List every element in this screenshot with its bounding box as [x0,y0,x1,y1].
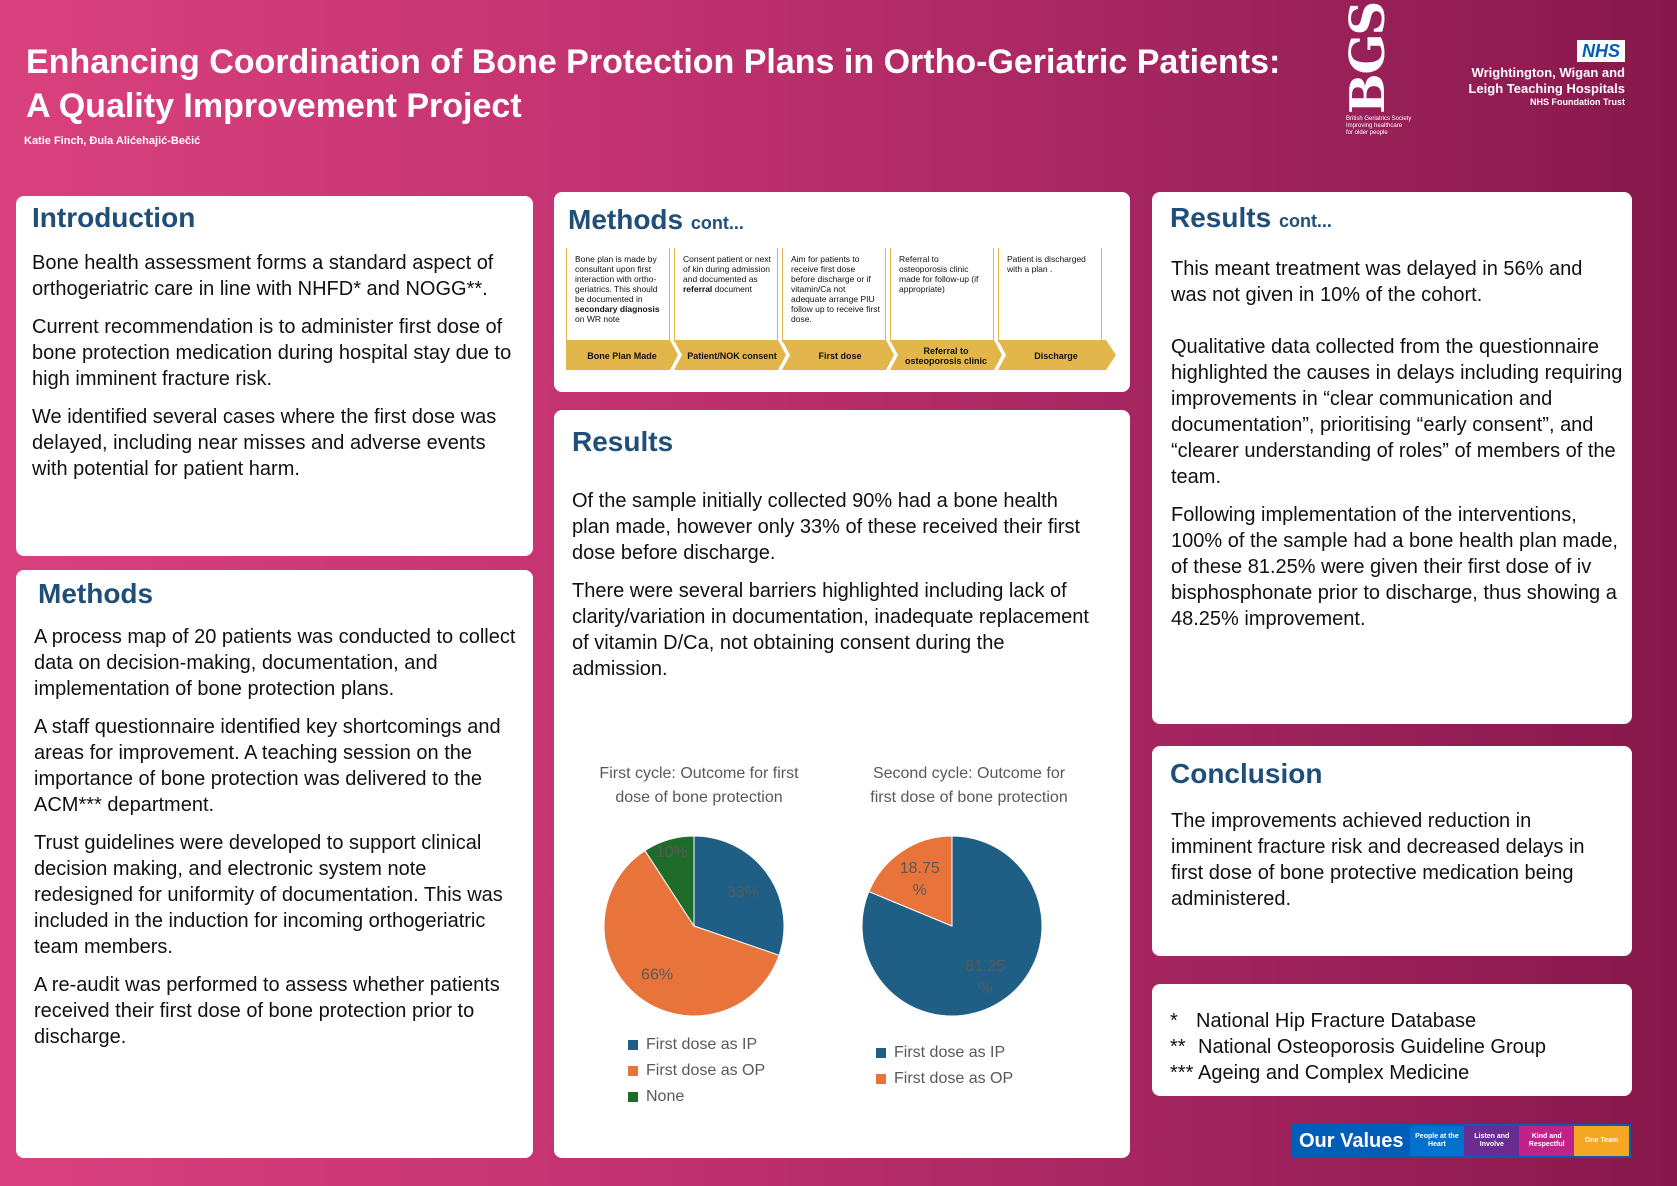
methods-cont-heading: Methods cont... [568,204,744,236]
pie-data-label: 33% [727,884,759,901]
pie-data-label: 81.25% [965,958,1005,997]
value-item: One Team [1574,1126,1629,1156]
chart-1-title-line: dose of bone protection [615,789,783,806]
process-step: Aim for patients to receive first dose b… [782,248,886,342]
trust-name-line-1: Wrightington, Wigan and [1471,65,1625,80]
results-cont-heading: Results cont... [1170,202,1332,234]
conclusion-card: Conclusion The improvements achieved red… [1152,746,1632,956]
chart-1-title-line: First cycle: Outcome for first [599,765,799,782]
our-values-banner: Our Values People at the Heart Listen an… [1291,1124,1631,1158]
pie-data-label: 10% [656,844,688,861]
chart-2-pie: 81.25% 18.75% [861,835,1043,1017]
results-cont-title: Results [1170,202,1272,233]
pie-slice [693,835,785,956]
pie-slice [603,849,780,1017]
process-step-label: First dose [818,351,862,361]
nhs-logo: NHS Wrightington, Wigan and Leigh Teachi… [1468,40,1625,107]
legend-item: First dose as IP [628,1032,765,1058]
our-values-label: Our Values [1293,1126,1410,1156]
conclusion-heading: Conclusion [1170,758,1323,789]
results-cont-paragraph: Following implementation of the interven… [1171,504,1618,630]
conclusion-text: The improvements achieved reduction in i… [1171,810,1585,910]
legend-item: First dose as OP [628,1058,765,1084]
process-step-label: Referral to osteoporosis clinic [904,346,988,366]
results-paragraph: There were several barriers highlighted … [572,580,1089,680]
value-item: Kind and Respectful [1519,1126,1575,1156]
nhs-badge: NHS [1576,40,1625,62]
footnotes-card: *National Hip Fracture Database **Nation… [1152,984,1632,1096]
chart-2-legend: First dose as IP First dose as OP [876,1040,1013,1092]
process-step: Bone plan is made by consultant upon fir… [566,248,670,342]
process-step-label: Patient/NOK consent [687,351,777,361]
legend-swatch [876,1074,886,1084]
bgs-logo: BGS British Geriatrics Society Improving… [1340,2,1436,146]
legend-swatch [876,1048,886,1058]
introduction-card: Introduction Bone health assessment form… [16,196,533,556]
process-step: Referral to osteoporosis clinic made for… [890,248,994,342]
footnote: ***Ageing and Complex Medicine [1170,1062,1470,1084]
bgs-logo-mark: BGS [1340,2,1396,114]
process-step-label: Discharge [1034,351,1078,361]
authors: Katie Finch, Đula Alićehajić-Bečić [24,135,201,147]
methods-card: Methods A process map of 20 patients was… [16,570,533,1158]
results-cont-paragraph: This meant treatment was delayed in 56% … [1171,258,1583,306]
title-line-2: A Quality Improvement Project [26,87,522,125]
legend-item: First dose as OP [876,1066,1013,1092]
methods-paragraph: Trust guidelines were developed to suppo… [34,832,503,958]
value-item: People at the Heart [1409,1126,1465,1156]
methods-paragraph: A staff questionnaire identified key sho… [34,716,501,816]
process-step: Patient is discharged with a plan . [998,248,1102,342]
methods-paragraph: A process map of 20 patients was conduct… [34,626,516,700]
pie-data-label: 18.75% [900,860,940,899]
title-line-1: Enhancing Coordination of Bone Protectio… [26,43,1281,81]
methods-cont-suffix: cont... [690,213,744,233]
pie-slice [644,835,695,928]
trust-name-line-2: Leigh Teaching Hospitals [1468,81,1625,96]
chart-2-title-line: Second cycle: Outcome for [872,765,1066,782]
results-card: Results Of the sample initially collecte… [554,410,1130,1158]
introduction-paragraph: Bone health assessment forms a standard … [32,252,494,300]
nhs-foundation-trust: NHS Foundation Trust [1530,97,1625,107]
chart-1-title: First cycle: Outcome for first dose of b… [574,762,824,810]
results-cont-card: Results cont... This meant treatment was… [1152,192,1632,724]
process-step: Consent patient or next of kin during ad… [674,248,778,342]
chart-1-legend: First dose as IP First dose as OP None [628,1032,765,1110]
results-cont-suffix: cont... [1278,211,1332,231]
footnote: **National Osteoporosis Guideline Group [1170,1036,1546,1058]
bgs-logo-line: Improving healthcare [1346,123,1403,129]
footnote: *National Hip Fracture Database [1170,1010,1477,1032]
legend-swatch [628,1066,638,1076]
introduction-paragraph: Current recommendation is to administer … [32,316,512,390]
process-arrow-bar [566,340,1116,370]
value-item: Listen and Involve [1464,1126,1520,1156]
results-heading: Results [572,426,674,457]
introduction-paragraph: We identified several cases where the fi… [32,406,497,480]
legend-item: First dose as IP [876,1040,1013,1066]
bgs-logo-line: British Geriatrics Society [1346,116,1412,122]
bgs-logo-line: for older people [1346,130,1388,136]
methods-paragraph: A re-audit was performed to assess wheth… [34,974,500,1048]
pie-data-label: 66% [641,966,673,983]
chart-2-title: Second cycle: Outcome for first dose of … [834,762,1104,810]
chart-1-pie: 33% 66% 10% [603,835,785,1017]
poster-title: Enhancing Coordination of Bone Protectio… [26,40,1316,128]
chart-2-title-line: first dose of bone protection [870,789,1068,806]
process-flow: Bone plan is made by consultant upon fir… [566,248,1116,374]
process-step-label: Bone Plan Made [587,351,657,361]
legend-item: None [628,1084,765,1110]
legend-swatch [628,1092,638,1102]
methods-heading: Methods [38,578,154,609]
results-paragraph: Of the sample initially collected 90% ha… [572,490,1081,564]
methods-cont-title: Methods [568,204,684,235]
pie-slice [868,835,953,927]
introduction-heading: Introduction [32,202,196,233]
legend-swatch [628,1040,638,1050]
results-cont-paragraph: Qualitative data collected from the ques… [1171,336,1623,488]
